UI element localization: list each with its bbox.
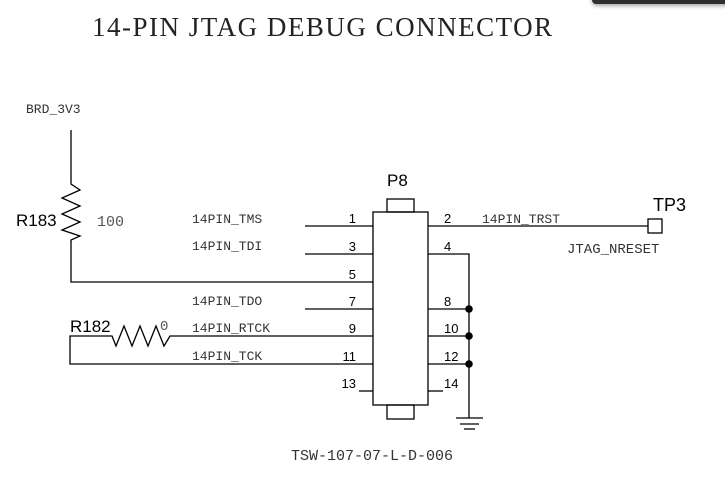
- r183-ref: R183: [16, 211, 57, 230]
- net-label-tdo: 14PIN_TDO: [192, 294, 262, 309]
- resistor-r183: R183 100: [16, 130, 373, 283]
- power-net-label: BRD_3V3: [26, 102, 81, 117]
- net-label-tck: 14PIN_TCK: [192, 349, 262, 364]
- pin-11-number: 11: [343, 349, 357, 364]
- test-point-ref: TP3: [653, 195, 686, 215]
- pin-10-number: 10: [444, 321, 458, 336]
- r182-ref: R182: [70, 317, 111, 336]
- junction-dot: [465, 332, 473, 340]
- connector-p8: P8 TSW-107-07-L-D-006: [291, 171, 453, 465]
- r182-value: 0: [160, 319, 168, 335]
- pin-5-number: 5: [349, 267, 356, 282]
- pin-14-number: 14: [444, 376, 458, 391]
- pin-8-number: 8: [444, 294, 451, 309]
- pin-1-number: 1: [349, 211, 356, 226]
- net-label-tms: 14PIN_TMS: [192, 212, 262, 227]
- connector-ref: P8: [387, 171, 408, 190]
- junction-dot: [465, 360, 473, 368]
- connector-part-number: TSW-107-07-L-D-006: [291, 448, 453, 465]
- connector-key-top: [386, 198, 415, 213]
- pin-7-number: 7: [349, 294, 356, 309]
- junction-dot: [465, 305, 473, 313]
- ground-icon: [456, 417, 483, 430]
- net-label-tdi: 14PIN_TDI: [192, 239, 262, 254]
- pin-13-number: 13: [342, 376, 356, 391]
- resistor-r182: R182 0: [69, 317, 373, 365]
- right-pins: 2 4 8 10 12 14 14PIN_TRST: [428, 211, 648, 418]
- net-label-trst: 14PIN_TRST: [482, 212, 560, 227]
- r183-value: 100: [97, 214, 124, 231]
- connector-body: [372, 211, 429, 406]
- pin-12-number: 12: [444, 349, 458, 364]
- net-label-rtck: 14PIN_RTCK: [192, 321, 270, 336]
- pin-9-number: 9: [349, 321, 356, 336]
- r182-wire: [69, 324, 373, 365]
- schematic-title: 14-PIN JTAG DEBUG CONNECTOR: [92, 12, 554, 42]
- connector-key-bottom: [386, 404, 415, 420]
- test-point-pad: [647, 218, 663, 234]
- pin-4-number: 4: [444, 239, 451, 254]
- left-pins: 1 3 5 7 9 11 13 14PIN_TMS 14PIN_TDI 14PI…: [192, 211, 373, 392]
- overlay-window-edge: [592, 0, 725, 4]
- test-point-tp3: TP3 JTAG_NRESET: [567, 195, 686, 258]
- pin-2-number: 2: [444, 211, 451, 226]
- r183-wire: [60, 130, 373, 283]
- test-point-net: JTAG_NRESET: [567, 242, 659, 258]
- pin-3-number: 3: [349, 239, 356, 254]
